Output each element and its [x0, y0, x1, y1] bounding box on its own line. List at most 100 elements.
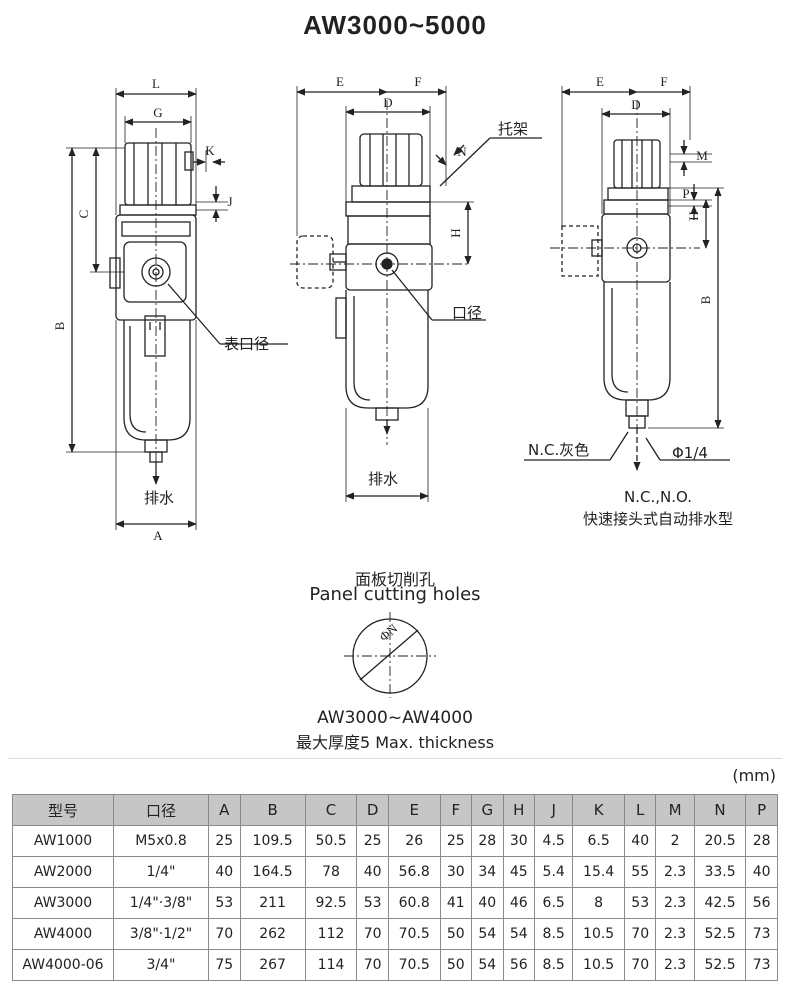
table-cell: 109.5: [239, 825, 306, 857]
table-cell: 211: [239, 887, 306, 919]
table-cell: 25: [439, 825, 473, 857]
table-cell: 2.3: [655, 856, 695, 888]
table-cell: 56: [745, 887, 778, 919]
dim-H-right: H: [686, 211, 701, 220]
col-A: A: [208, 794, 241, 826]
table-cell: 54: [502, 918, 536, 950]
col-H: H: [502, 794, 536, 826]
table-cell: 267: [239, 949, 306, 981]
table-cell: 75: [208, 949, 241, 981]
dim-J: J: [227, 194, 232, 209]
middle-view: [290, 86, 542, 502]
right-dimension-labels: E F D M P H B N.C.灰色 Φ1/4 N.C.,N.O. 快速接头…: [528, 74, 733, 528]
table-cell: 5.4: [534, 856, 574, 888]
table-cell: 55: [623, 856, 657, 888]
col-M: M: [655, 794, 695, 826]
dim-C: C: [76, 210, 91, 219]
col-model: 型号: [12, 794, 114, 826]
table-cell: 53: [356, 887, 389, 919]
table-cell: M5x0.8: [113, 825, 209, 857]
table-cell: 56: [502, 949, 536, 981]
table-cell: 10.5: [572, 918, 625, 950]
table-cell: 164.5: [239, 856, 306, 888]
table-cell: 25: [356, 825, 389, 857]
middle-dimension-labels: E F D N H 托架 口径 排水: [336, 74, 528, 488]
table-cell: 73: [745, 918, 778, 950]
col-port: 口径: [113, 794, 209, 826]
label-bracket: 托架: [498, 120, 528, 138]
page-title: AW3000~5000: [303, 10, 487, 40]
table-cell: 45: [502, 856, 536, 888]
panel-models: AW3000~AW4000: [317, 708, 473, 728]
dim-P: P: [682, 186, 689, 201]
panel-hole-drawing: ΦN: [344, 612, 436, 698]
table-cell: 50: [439, 949, 473, 981]
technical-drawing: L G K C J B A 表口径 排水 E F D N H 托架 口径 排水 …: [52, 74, 733, 543]
table-cell: 70: [623, 918, 657, 950]
table-cell: 41: [439, 887, 473, 919]
table-cell: 262: [239, 918, 306, 950]
col-E: E: [387, 794, 441, 826]
table-cell: 3/8"·1/2": [113, 918, 209, 950]
table-cell: 46: [502, 887, 536, 919]
table-cell: 40: [356, 856, 389, 888]
dim-L: L: [152, 76, 160, 91]
col-K: K: [572, 794, 625, 826]
table-cell: 4.5: [534, 825, 574, 857]
table-cell: 28: [471, 825, 504, 857]
table-cell: 10.5: [572, 949, 625, 981]
table-cell: 20.5: [693, 825, 747, 857]
section-divider: [8, 758, 782, 759]
col-J: J: [534, 794, 574, 826]
table-cell: 56.8: [387, 856, 441, 888]
table-cell: 70: [356, 949, 389, 981]
label-nc-no: N.C.,N.O.: [624, 488, 692, 506]
table-cell: 1/4": [113, 856, 209, 888]
dim-N: N: [457, 144, 467, 159]
table-cell: 54: [471, 949, 504, 981]
table-cell: 33.5: [693, 856, 747, 888]
dim-B-right: B: [698, 295, 713, 304]
dim-H-mid: H: [448, 228, 463, 237]
unit-label: (mm): [732, 766, 776, 785]
table-cell: AW3000: [12, 887, 114, 919]
col-G: G: [471, 794, 504, 826]
panel-title-en: Panel cutting holes: [309, 584, 481, 605]
table-cell: 52.5: [693, 949, 747, 981]
table-cell: 112: [304, 918, 358, 950]
table-cell: 78: [304, 856, 358, 888]
table-cell: 40: [623, 825, 657, 857]
panel-thickness: 最大厚度5 Max. thickness: [295, 733, 495, 752]
table-row: AW3000 1/4"·3/8" 53 211 92.5 53 60.8 41 …: [12, 887, 778, 919]
table-cell: 70: [623, 949, 657, 981]
spec-table: 型号 口径 A B C D E F G H J K L M N P AW1000…: [12, 794, 778, 981]
dim-E-right: E: [596, 74, 604, 89]
table-cell: 8: [572, 887, 625, 919]
table-cell: 70: [208, 918, 241, 950]
table-cell: 15.4: [572, 856, 625, 888]
dim-M: M: [696, 148, 708, 163]
table-cell: AW1000: [12, 825, 114, 857]
dim-G: G: [153, 105, 162, 120]
label-auto-drain: 快速接头式自动排水型: [583, 510, 733, 528]
col-B: B: [239, 794, 306, 826]
table-cell: 73: [745, 949, 778, 981]
right-view: [524, 86, 730, 471]
table-cell: AW2000: [12, 856, 114, 888]
table-cell: 1/4"·3/8": [113, 887, 209, 919]
panel-title-cn: 面板切削孔: [354, 570, 435, 589]
col-F: F: [439, 794, 473, 826]
table-cell: 40: [208, 856, 241, 888]
table-row: AW4000-06 3/4" 75 267 114 70 70.5 50 54 …: [12, 949, 778, 981]
table-cell: 50: [439, 918, 473, 950]
table-cell: 40: [471, 887, 504, 919]
col-L: L: [623, 794, 657, 826]
label-phi-quarter: Φ1/4: [672, 444, 708, 462]
col-N: N: [693, 794, 747, 826]
panel-phi-n: ΦN: [376, 620, 401, 644]
table-cell: 2.3: [655, 918, 695, 950]
dim-F-right: F: [660, 74, 667, 89]
table-cell: 34: [471, 856, 504, 888]
table-cell: 114: [304, 949, 358, 981]
table-cell: 8.5: [534, 918, 574, 950]
